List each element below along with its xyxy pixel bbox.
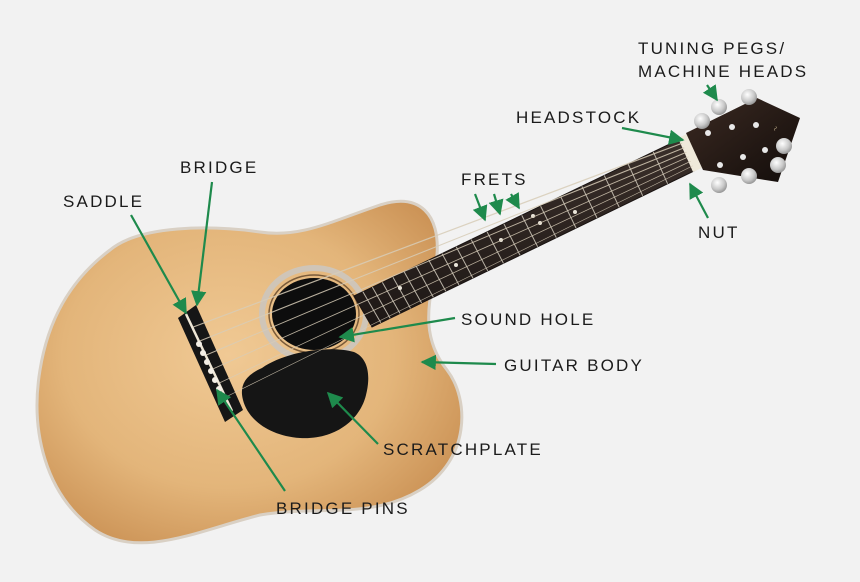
fret [428,259,447,292]
label-bridge: BRIDGE [180,158,258,177]
fret [470,239,489,272]
bridge-pin [212,377,218,383]
tuner-post [705,130,711,136]
tuner-post [717,162,723,168]
fret [455,246,474,279]
tuning-peg [711,177,727,193]
tuning-pegs [694,89,792,193]
scratchplate-shape [241,349,369,439]
tuning-peg [711,99,727,115]
sound-hole-arrow [338,316,456,343]
fret [403,271,423,304]
scratchplate-arrow [326,391,379,445]
fret-marker [454,263,458,267]
guitar-string [219,160,691,384]
frets-arrow-3 [505,192,520,210]
nut-arrow [689,182,709,219]
label-frets: FRETS [461,170,528,189]
fret [560,196,577,229]
bridge-arrow [191,181,214,307]
fret [371,286,391,319]
tuning-peg [694,113,710,129]
fret [486,231,504,264]
label-tuning-pegs-line1: TUNING PEGS/ [638,39,786,58]
bridge-pin [200,350,206,356]
fret-marker [398,286,402,290]
fret [415,265,434,298]
bridge-pin [196,341,202,347]
label-headstock: HEADSTOCK [516,108,641,127]
frets-arrow-1 [472,193,488,222]
label-sound-hole: SOUND HOLE [461,310,595,329]
fret [381,282,401,314]
bridge-pin [204,359,210,365]
bridge-pin [208,368,214,374]
tuner-post [753,122,759,128]
headstock-arrow [621,126,685,145]
fret-marker [573,210,577,214]
label-scratchplate: SCRATCHPLATE [383,440,543,459]
label-nut: NUT [698,223,740,242]
label-tuning-pegs-line2: MACHINE HEADS [638,62,808,81]
guitar-string [212,156,689,370]
saddle-arrow [130,214,187,315]
tuner-post [740,154,746,160]
guitar-string [199,147,685,342]
bridge-pins-group [196,341,222,392]
tuner-post [729,124,735,130]
guitar-string [193,142,683,328]
guitar-body [35,199,464,545]
sound-hole [272,278,356,350]
tuning-peg [776,138,792,154]
fret [441,253,460,286]
fret [581,186,598,219]
tuning-pegs-arrow [702,84,718,102]
fret [362,291,382,323]
strings-group [193,142,694,398]
tuning-peg [741,89,757,105]
fret [540,205,557,238]
bridge-pins-arrow [216,388,286,492]
fret [503,223,521,256]
pointer-arrows [130,84,718,492]
tuning-peg [770,157,786,173]
label-guitar-body: GUITAR BODY [504,356,644,375]
tuner-post [762,147,768,153]
tuning-peg [741,168,757,184]
label-bridge-pins: BRIDGE PINS [276,499,410,518]
fret [392,276,411,309]
frets-group [362,151,669,323]
guitar-string [206,151,687,356]
guitar-string [225,165,694,398]
label-saddle: SADDLE [63,192,144,211]
headstock-logo: ~ [770,124,781,133]
fret [652,151,669,184]
frets-arrow-2 [488,193,504,216]
guitar-body-arrow [420,354,497,371]
